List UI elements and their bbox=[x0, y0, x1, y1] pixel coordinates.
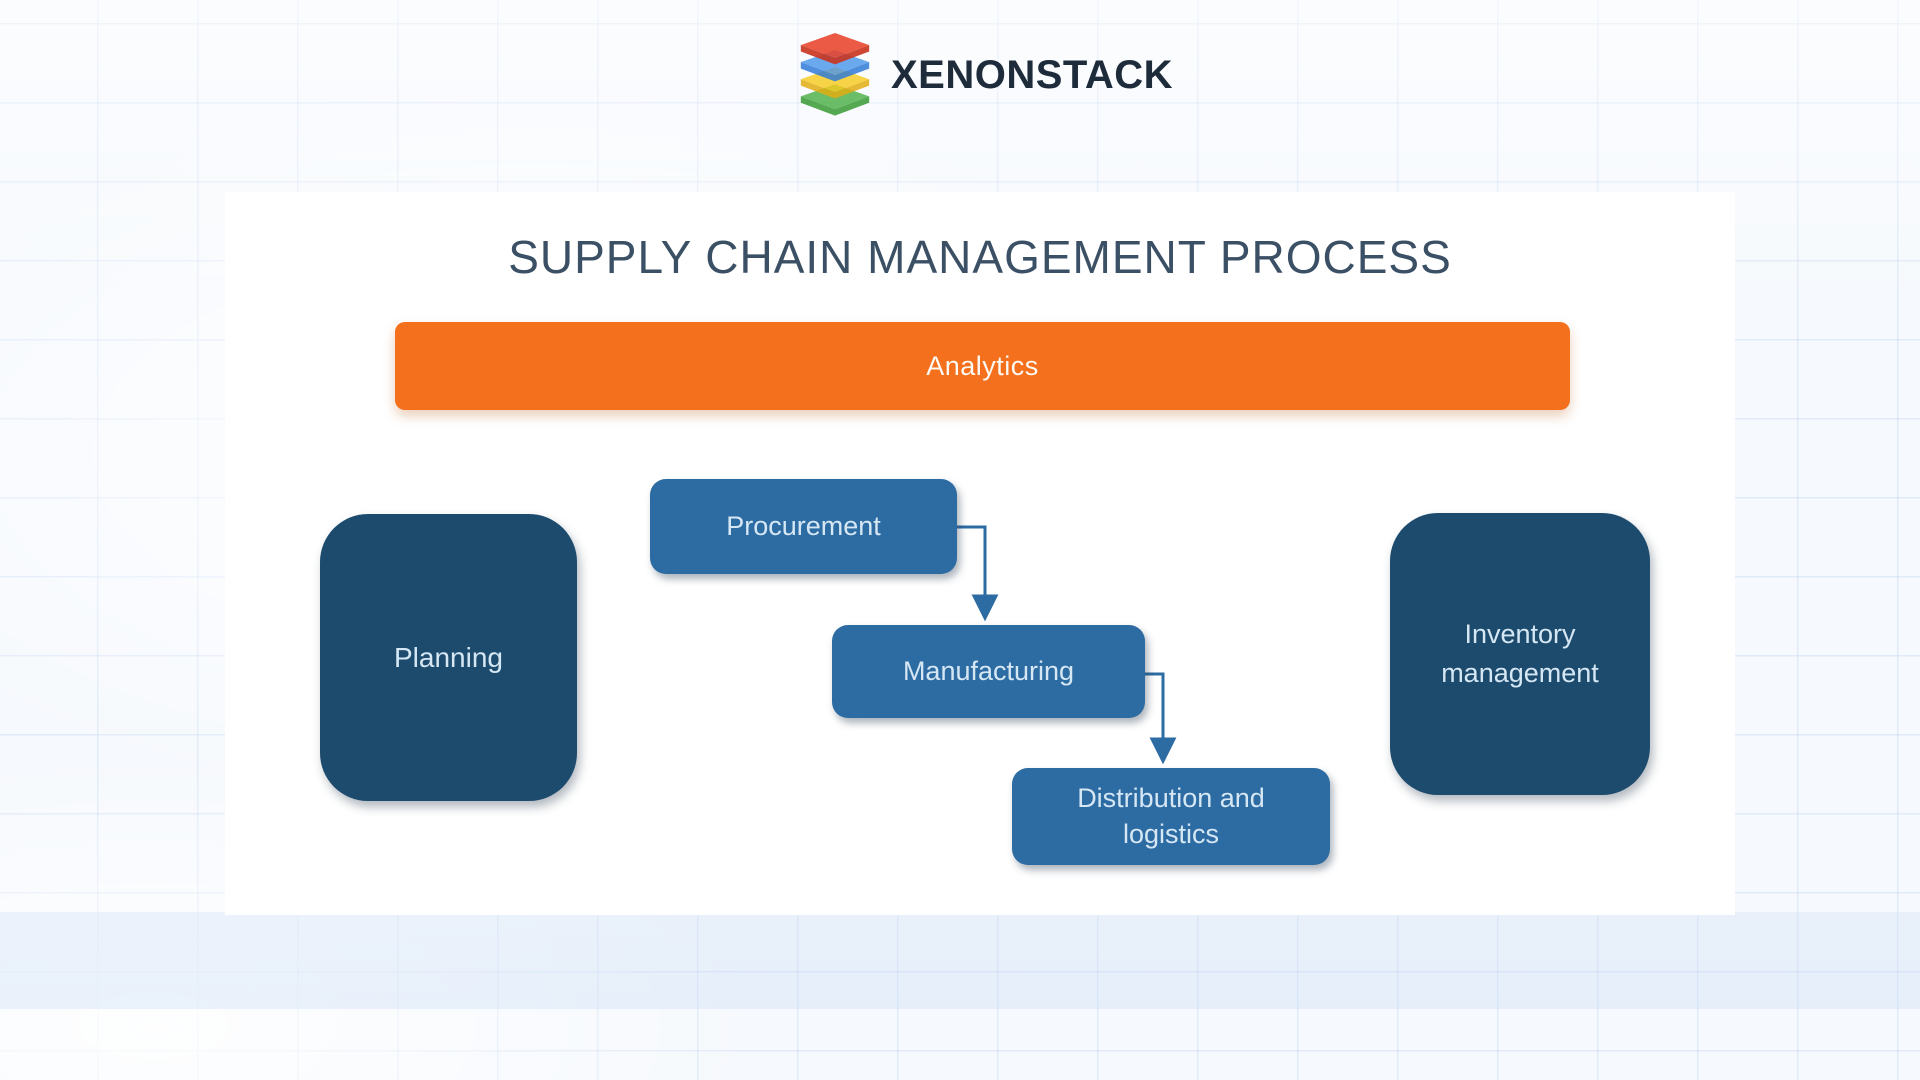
node-inventory-management: Inventory management bbox=[1390, 513, 1650, 795]
flow-connectors bbox=[955, 525, 1177, 765]
node-distribution-label: Distribution and logistics bbox=[1077, 783, 1265, 849]
brand-header: XENONSTACK bbox=[795, 33, 1173, 117]
node-manufacturing: Manufacturing bbox=[832, 625, 1145, 718]
diagram-title: SUPPLY CHAIN MANAGEMENT PROCESS bbox=[508, 231, 1452, 283]
background-accent-band bbox=[0, 912, 1920, 1009]
node-inventory-label: Inventory management bbox=[1441, 618, 1599, 688]
xenonstack-logo-icon bbox=[800, 33, 870, 116]
node-planning: Planning bbox=[320, 514, 577, 801]
brand-name: XENONSTACK bbox=[891, 52, 1174, 97]
node-manufacturing-label: Manufacturing bbox=[902, 655, 1075, 686]
connector-procurement-to-manufacturing bbox=[955, 525, 999, 622]
diagram-panel: SUPPLY CHAIN MANAGEMENT PROCESS Analytic… bbox=[225, 192, 1735, 915]
node-planning-label: Planning bbox=[394, 641, 503, 673]
analytics-bar: Analytics bbox=[395, 322, 1570, 410]
connector-manufacturing-to-distribution bbox=[1145, 672, 1177, 765]
node-distribution-and-logistics: Distribution and logistics bbox=[1012, 768, 1330, 865]
node-procurement: Procurement bbox=[650, 479, 957, 574]
node-procurement-label: Procurement bbox=[726, 510, 881, 541]
analytics-bar-label: Analytics bbox=[926, 350, 1039, 381]
